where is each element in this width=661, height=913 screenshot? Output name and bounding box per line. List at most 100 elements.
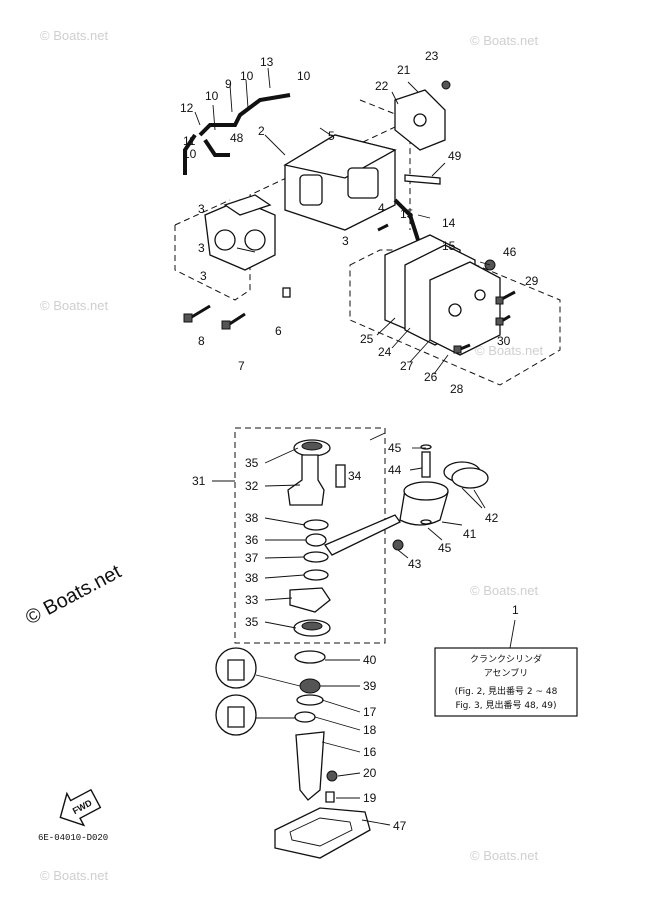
leader-line [509,619,516,649]
info-box-ref-1: (Fig. 2, 見出番号 2 ~ 48 [455,685,558,697]
callout-35: 35 [245,456,259,470]
bolt [453,343,471,354]
callout-10: 10 [297,69,311,83]
piston-top [403,481,449,501]
leader-line [376,317,396,336]
leader-line [391,327,411,349]
watermark: © Boats.net [40,28,109,43]
cover-hole [413,113,427,127]
crank-group-outline [234,427,386,644]
callout-46: 46 [503,245,517,259]
callout-22: 22 [375,79,389,93]
callout-43: 43 [408,557,422,571]
small-bearing [392,539,404,551]
dowel-pin [282,287,291,298]
leader-line [264,447,299,464]
leader-line [479,261,491,266]
detail-seal-section [227,706,245,728]
leader-line [264,517,306,526]
callout-13: 13 [260,55,274,69]
callout-8: 8 [198,334,205,348]
watermark: © Boats.net [475,343,544,358]
crankcase-top [283,134,397,179]
crankshaft-upper [287,454,325,506]
leader-line [409,339,431,363]
gasket-inner [289,817,353,847]
bolt [183,304,211,323]
leader-line [264,621,297,629]
cover-hole [474,289,486,301]
callout-27: 27 [400,359,414,373]
bolt [377,223,389,232]
callout-49: 49 [448,149,462,163]
callout-labels-bottom: 31 35 32 34 38 36 37 38 33 35 45 44 41 4… [192,441,519,833]
piston-ring [451,467,489,489]
watermark-large: © Boats.net [22,561,125,630]
pin [335,464,346,488]
bolt [325,791,335,803]
crankcase-port [299,174,323,206]
spark-plug [404,174,441,185]
leader-line [245,79,249,109]
lower-housing [295,731,325,801]
callout-38: 38 [245,511,259,525]
o-ring [296,694,324,706]
callout-45: 45 [388,441,402,455]
leader-line [461,487,483,509]
callout-3: 3 [198,241,205,255]
watermark: © Boats.net [40,868,109,883]
fuel-hose [203,138,230,157]
leader-line [264,574,305,579]
leader-line [255,674,301,687]
callout-2: 2 [258,124,265,138]
cylinder-bore [214,229,236,251]
callout-4: 4 [378,201,385,215]
callout-34: 34 [348,469,362,483]
callout-11: 11 [183,134,196,148]
callout-labels-top: 13 10 10 9 10 12 11 10 48 2 5 23 21 22 4… [180,49,539,396]
callout-19: 19 [363,791,377,805]
callout-17: 17 [363,705,377,719]
callout-7: 7 [238,359,245,373]
leader-line [407,81,419,93]
leader-line [264,134,286,156]
callout-21: 21 [397,63,411,77]
bolt [221,312,246,330]
cap-nut [441,80,451,90]
leader-line [427,527,443,541]
diagram-code: 6E-04010-D020 [38,833,108,843]
callout-30: 30 [497,334,511,348]
leader-line [267,67,271,89]
leader-line [337,772,361,777]
crankshaft-lower [289,587,331,613]
callout-41: 41 [463,527,477,541]
callout-38: 38 [245,571,259,585]
callout-33: 33 [245,593,259,607]
leader-line [473,489,486,509]
callout-29: 29 [525,274,539,288]
watermark: © Boats.net [470,583,539,598]
callout-44: 44 [388,463,402,477]
callout-48: 48 [230,131,244,145]
connecting-rod [324,514,401,556]
leader-line [397,549,409,559]
callout-42: 42 [485,511,499,525]
callout-3: 3 [200,269,207,283]
watermark: © Boats.net [470,33,539,48]
leader-line [409,467,423,471]
nut [326,770,338,782]
leader-line [264,597,293,601]
callout-20: 20 [363,766,377,780]
callout-25: 25 [360,332,374,346]
group-outline [174,199,231,226]
leader-line [441,521,463,526]
bolt [495,314,511,326]
callout-3: 3 [198,202,205,216]
leader-line [236,247,256,253]
hose-14 [393,198,420,241]
watermark-layer: © Boats.net © Boats.net © Boats.net © Bo… [22,28,543,883]
callout-12: 12 [180,101,194,115]
fwd-arrow-icon: FWD [59,788,102,827]
callout-14: 14 [442,216,456,230]
